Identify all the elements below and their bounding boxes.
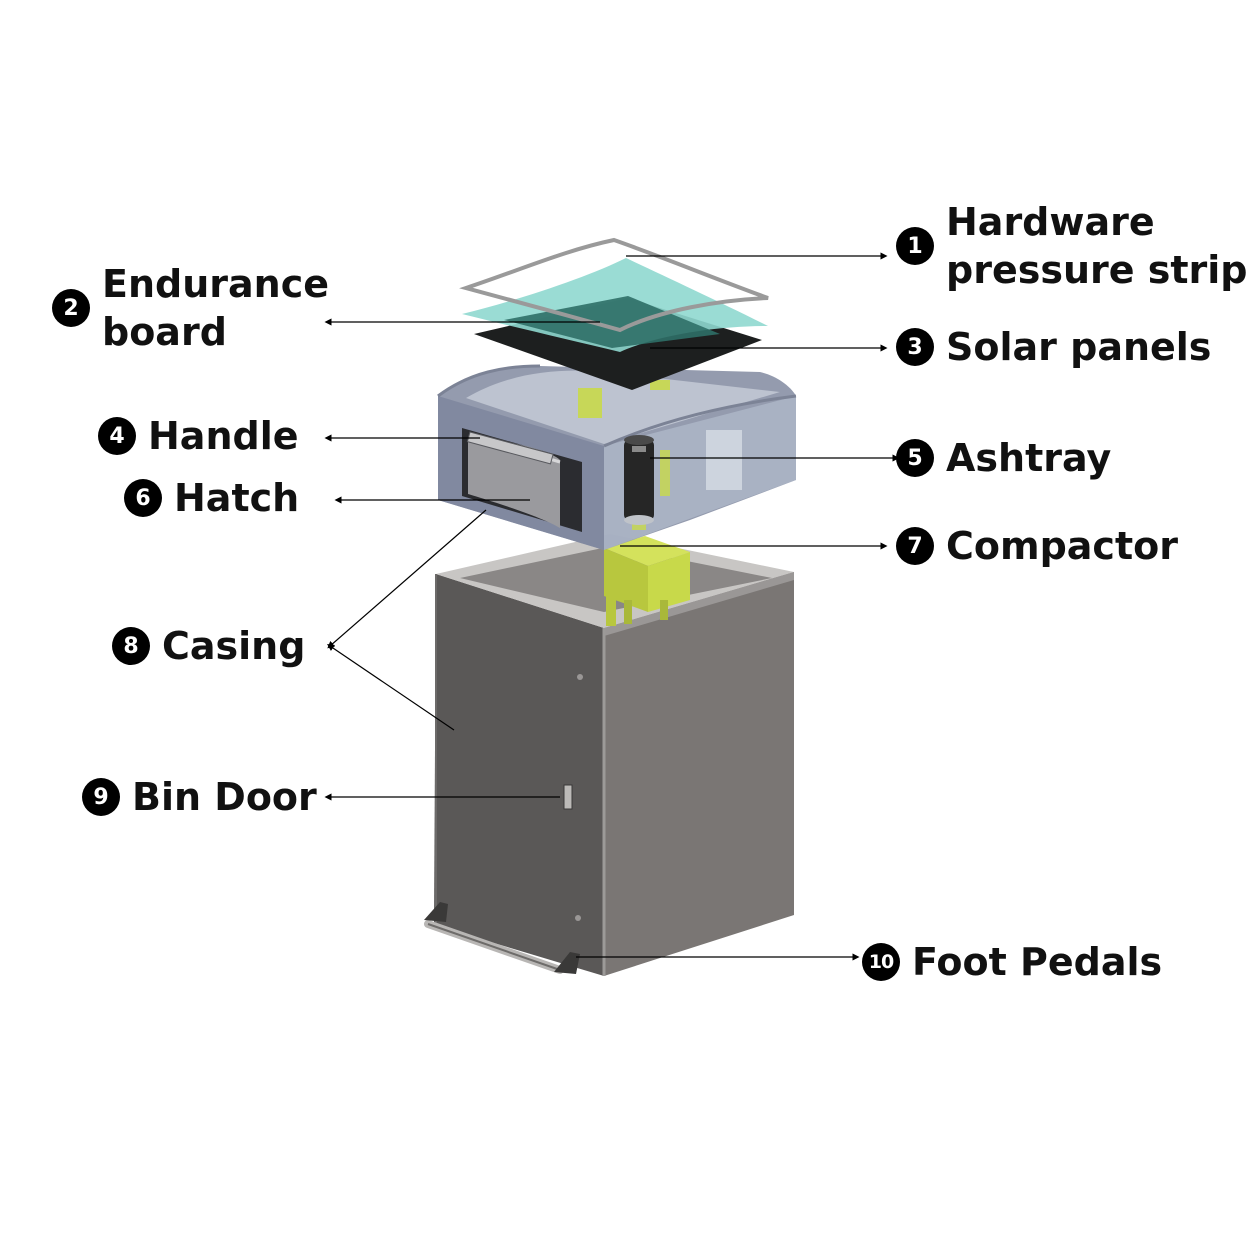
callout-label: Handle	[148, 414, 299, 458]
callout-casing: 8 Casing	[112, 622, 305, 670]
callout-label: Ashtray	[946, 436, 1112, 480]
solar-panel-green	[504, 296, 720, 348]
callout-label: Hatch	[174, 476, 300, 520]
foot-pedals[interactable]	[424, 902, 580, 974]
callout-number-badge: 6	[124, 479, 162, 517]
leader-lines	[324, 252, 900, 961]
callout-foot-pedals: 10 Foot Pedals	[862, 938, 1162, 986]
callout-number-badge: 1	[896, 227, 934, 265]
ashtray[interactable]	[624, 435, 654, 525]
handle[interactable]	[466, 431, 554, 465]
callout-hatch: 6 Hatch	[124, 474, 299, 522]
callout-label: Hardware pressure strip	[946, 200, 1248, 292]
callout-ashtray: 5 Ashtray	[896, 434, 1111, 482]
bin-door-handle[interactable]	[563, 784, 573, 810]
callout-label: Bin Door	[132, 775, 317, 819]
callout-number-badge: 3	[896, 328, 934, 366]
callout-bin-door: 9 Bin Door	[82, 773, 317, 821]
callout-number-badge: 4	[98, 417, 136, 455]
callout-number-badge: 8	[112, 627, 150, 665]
callout-label: Solar panels	[946, 325, 1212, 369]
leader-8b	[327, 643, 455, 731]
callout-number-badge: 2	[52, 289, 90, 327]
callout-compactor: 7 Compactor	[896, 522, 1178, 570]
callout-label: Compactor	[946, 524, 1178, 568]
compactor	[604, 536, 690, 626]
hardware-pressure-strip	[459, 237, 769, 333]
leader-8a	[327, 509, 487, 649]
callout-hardware-pressure-strip: 1 Hardware pressure strip	[896, 198, 1248, 294]
callout-number-badge: 7	[896, 527, 934, 565]
callout-label: Foot Pedals	[912, 940, 1163, 984]
callout-label: Endurance board	[102, 262, 329, 354]
callout-number-badge: 5	[896, 439, 934, 477]
callout-solar-panels: 3 Solar panels	[896, 323, 1211, 371]
callout-endurance-board: 2 Endurance board	[52, 260, 329, 356]
callout-handle: 4 Handle	[98, 412, 299, 460]
callout-label: Casing	[162, 624, 306, 668]
callout-number-badge: 9	[82, 778, 120, 816]
callout-number-badge: 10	[862, 943, 900, 981]
